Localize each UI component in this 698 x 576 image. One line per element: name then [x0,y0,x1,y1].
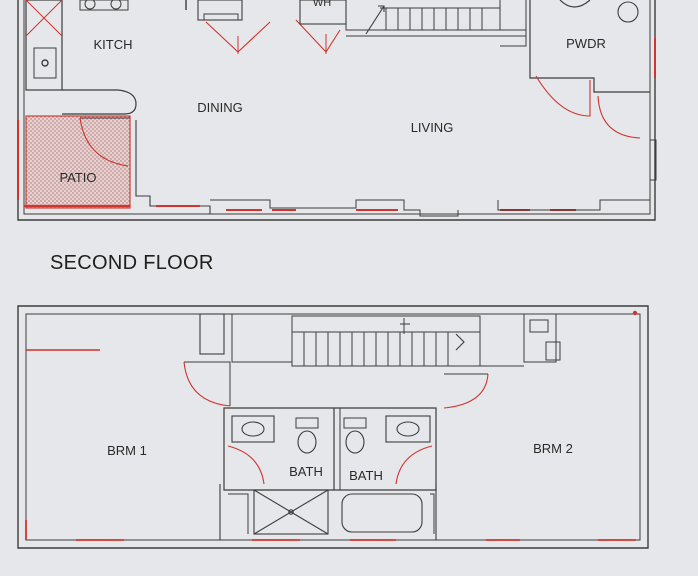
kitchen-counter [62,89,137,115]
kitchen-label: KITCH [94,37,133,52]
water-heater-label: WH [313,0,331,9]
second-floor-outer-wall [17,305,649,549]
lavatory-icon [559,0,591,8]
first-floor-inner-wall [23,0,651,215]
brm1-door-swing [183,361,231,407]
bathroom-block [223,407,437,491]
vanity-left [231,415,275,443]
vanity-right [385,415,431,443]
pantry [197,0,243,21]
toilet-icon [617,1,639,23]
powder-door-swing [535,75,591,117]
patio-door-swing [79,117,129,167]
top-cabinet [79,0,129,11]
shower-tub-block [219,484,437,540]
range-icon [25,0,63,37]
bedroom-1-label: BRM 1 [107,443,147,458]
closet-left [199,313,225,355]
stair-arrow-icon [365,5,385,35]
toilet-left-icon [297,430,317,454]
stair-direction-icon [455,333,465,351]
bath-right-label: BATH [349,468,383,483]
dining-label: DINING [197,100,243,115]
powder-room [529,0,650,139]
brm2-door-swing [443,373,489,409]
living-label: LIVING [411,120,454,135]
kitchen-cabinet [25,0,63,91]
first-floor-stair [345,0,527,47]
kitchen-sink [33,47,57,79]
second-floor-windows [25,520,636,541]
bath-left-label: BATH [289,464,323,479]
second-floor-stair [291,315,524,367]
sink-left-icon [241,421,265,437]
toilet-right-icon [345,430,365,454]
patio-hatch [25,115,131,209]
second-floor-plan [17,305,649,549]
bedroom-2-label: BRM 2 [533,441,573,456]
sink-right-icon [396,421,420,437]
powder-label: PWDR [566,36,606,51]
first-floor-outer-wall [17,0,656,221]
first-floor-plan [17,0,657,221]
second-floor-inner-wall [25,313,641,541]
shower-cross-icon [253,489,329,535]
shower-stall [253,489,329,535]
patio-label: PATIO [59,170,96,185]
second-floor-heading: SECOND FLOOR [50,252,214,274]
sink-drain-icon [41,59,49,67]
bathtub [341,493,423,533]
